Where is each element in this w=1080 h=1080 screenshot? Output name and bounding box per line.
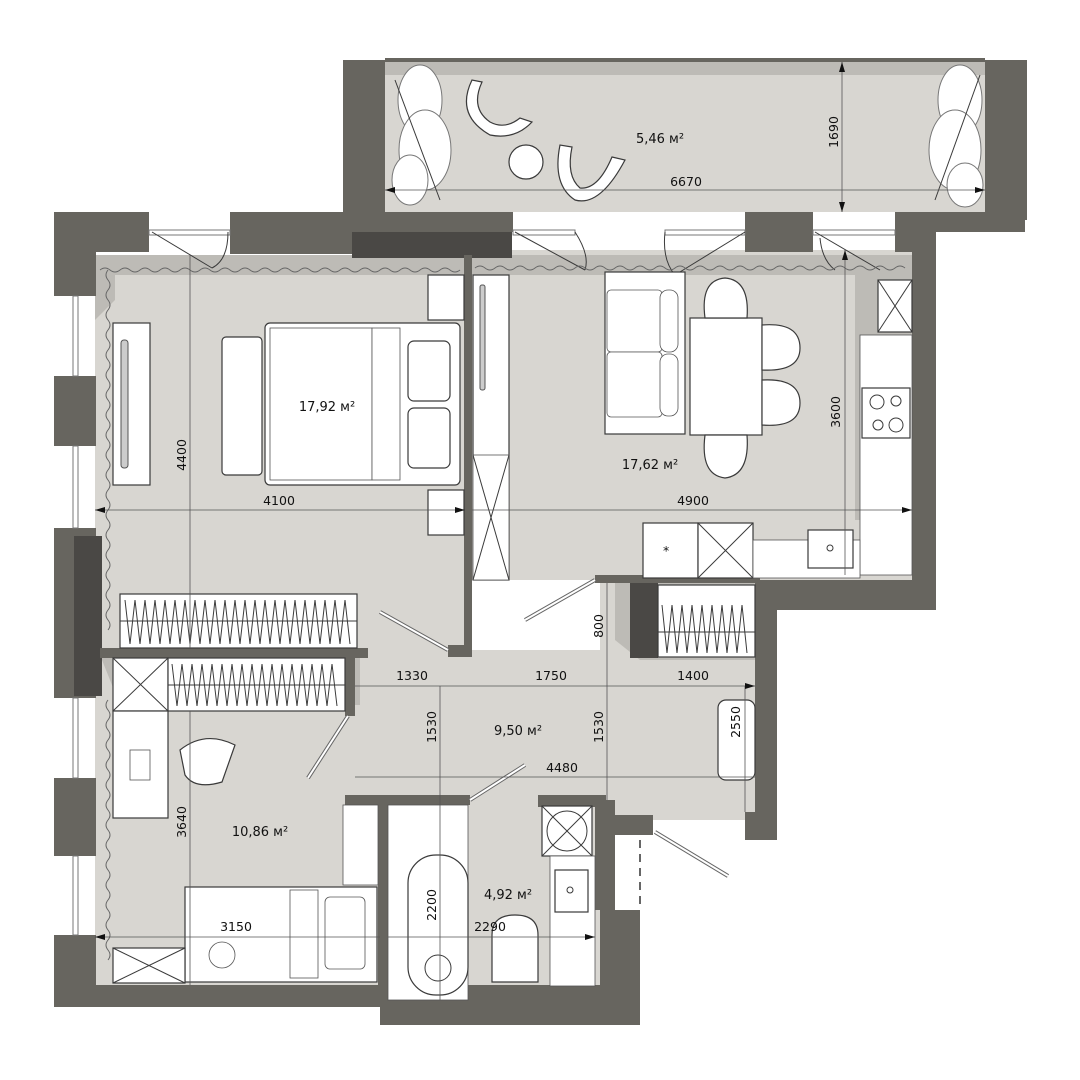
dim-hall-length: 4480: [546, 760, 578, 775]
curtains: [99, 265, 906, 961]
dim-kids-depth: 3640: [174, 806, 189, 838]
tv-console-icon: [112, 322, 151, 486]
cooktop-icon: [861, 387, 911, 439]
area-living-kitchen: 17,62 м²: [622, 458, 678, 473]
bench-icon: [221, 336, 263, 476]
entry-bench-icon: [717, 699, 756, 781]
svg-text:*: *: [663, 543, 669, 558]
armchair-2-icon: [557, 144, 626, 202]
pillow-icon: [407, 340, 451, 402]
dim-balcony-width: 6670: [670, 174, 702, 189]
balcony-furniture: [391, 64, 984, 208]
window-bedroom-left-2: [72, 445, 79, 529]
wardrobes: [112, 584, 756, 781]
dim-entry-depth: 2550: [728, 706, 743, 738]
dim-hall-depth-left: 1530: [424, 711, 439, 743]
window-living-2: [664, 229, 746, 236]
side-table-icon: [508, 144, 544, 180]
dim-hall-niche: 800: [591, 614, 606, 638]
dim-living-depth: 3600: [828, 396, 843, 428]
kitchen-sink-icon: [807, 529, 854, 569]
window-kids-left-2: [72, 855, 79, 936]
door-swings: [151, 231, 881, 276]
dim-living-width: 4900: [677, 493, 709, 508]
bedroom-furniture: [112, 274, 465, 536]
sink-icon: [554, 869, 589, 913]
plant-left-icon: [391, 64, 452, 206]
area-bathroom: 4,92 м²: [484, 888, 532, 903]
window-living-1: [512, 229, 576, 236]
oven-icon: [642, 522, 699, 579]
window-kids-left-1: [72, 697, 79, 779]
area-labels: 5,46 м² 17,92 м² 17,62 м² 9,50 м² 10,86 …: [232, 132, 684, 903]
nightstand-icon: [427, 489, 465, 536]
dim-balcony-depth: 1690: [826, 116, 841, 148]
dim-bath-width: 2290: [474, 919, 506, 934]
tv-icon: [120, 339, 129, 469]
area-bedroom: 17,92 м²: [299, 400, 355, 415]
window-bedroom-left-1: [72, 295, 79, 377]
armchair-1-icon: [465, 79, 534, 137]
living-furniture: *: [472, 271, 913, 581]
kids-furniture: [112, 710, 379, 984]
nightstand-icon: [427, 274, 465, 321]
dining-table-icon: [689, 317, 763, 436]
chair-icon: [761, 379, 801, 426]
bathroom-fixtures: [387, 804, 596, 1001]
window-bedroom-top: [148, 229, 231, 236]
dimension-lines: [95, 62, 985, 1000]
plant-right-icon: [928, 64, 984, 208]
balcony-floor: [385, 62, 985, 212]
shelf-icon: [342, 804, 379, 886]
area-hallway: 9,50 м²: [494, 724, 542, 739]
pillow-icon: [407, 407, 451, 469]
dim-hall-seg-1: 1330: [396, 668, 428, 683]
chair-icon: [703, 434, 748, 479]
bathtub-icon: [407, 854, 469, 996]
dim-hall-seg-2: 1750: [535, 668, 567, 683]
dimension-labels: 6670 1690 4100 4400 4900 3600 800 1330 1…: [174, 116, 843, 934]
dim-bedroom-depth: 4400: [174, 439, 189, 471]
chair-icon: [703, 277, 748, 319]
desk-item-icon: [129, 749, 151, 781]
dim-bedroom-width: 4100: [263, 493, 295, 508]
area-kids-room: 10,86 м²: [232, 825, 288, 840]
window-living-3: [812, 229, 896, 236]
teddy-bear-icon: [208, 941, 236, 969]
dim-hall-seg-3: 1400: [677, 668, 709, 683]
dim-hall-depth-right: 1530: [591, 711, 606, 743]
dim-kids-width: 3150: [220, 919, 252, 934]
toilet-icon: [491, 914, 539, 983]
interior-doors: [306, 578, 730, 910]
chair-icon: [761, 324, 801, 371]
area-balcony: 5,46 м²: [636, 132, 684, 147]
kitchen-counter-icon: [859, 334, 913, 576]
dim-tub-length: 2200: [424, 889, 439, 921]
